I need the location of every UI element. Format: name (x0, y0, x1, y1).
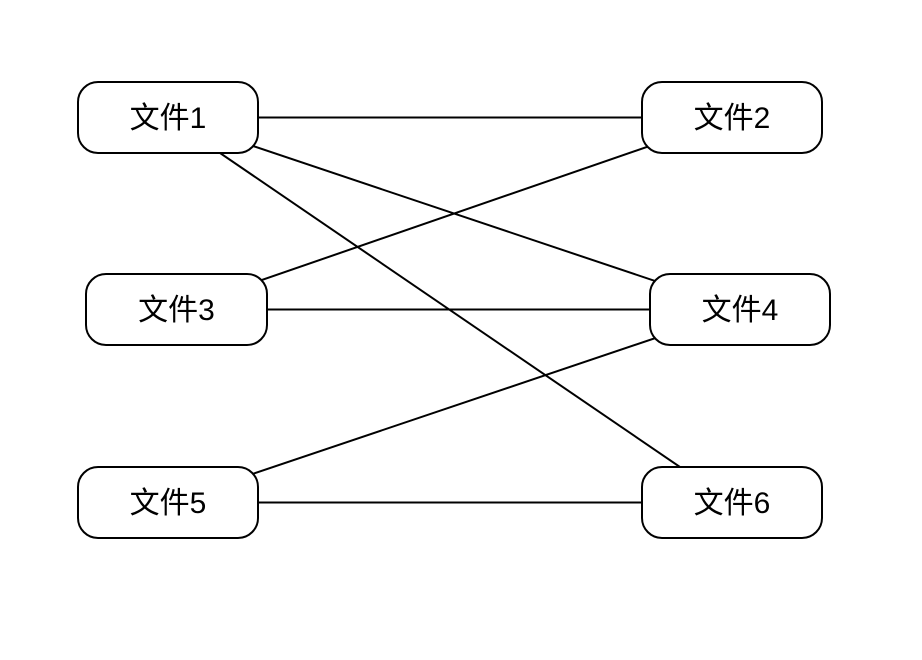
node-file-1-box[interactable] (77, 81, 259, 154)
edge-file3-file2 (176, 116, 733, 311)
node-file-3-box[interactable] (85, 273, 268, 346)
node-file-2-label: 文件2 (694, 102, 771, 135)
node-file-1[interactable]: 文件1 (77, 81, 259, 154)
node-file-1-label: 文件1 (130, 102, 207, 135)
node-file-5-box[interactable] (77, 466, 259, 539)
node-file-4-box[interactable] (649, 273, 831, 346)
node-file-4[interactable]: 文件4 (649, 273, 831, 346)
node-file-3[interactable]: 文件3 (85, 273, 268, 346)
node-file-6-label: 文件6 (694, 487, 771, 520)
node-file-6[interactable]: 文件6 (641, 466, 823, 539)
node-file-5[interactable]: 文件5 (77, 466, 259, 539)
edge-file5-file4 (167, 308, 741, 504)
node-file-6-box[interactable] (641, 466, 823, 539)
node-file-2-box[interactable] (641, 81, 823, 154)
node-file-3-label: 文件3 (138, 294, 215, 327)
node-file-5-label: 文件5 (130, 487, 207, 520)
node-file-2[interactable]: 文件2 (641, 81, 823, 154)
node-file-4-label: 文件4 (702, 294, 779, 327)
